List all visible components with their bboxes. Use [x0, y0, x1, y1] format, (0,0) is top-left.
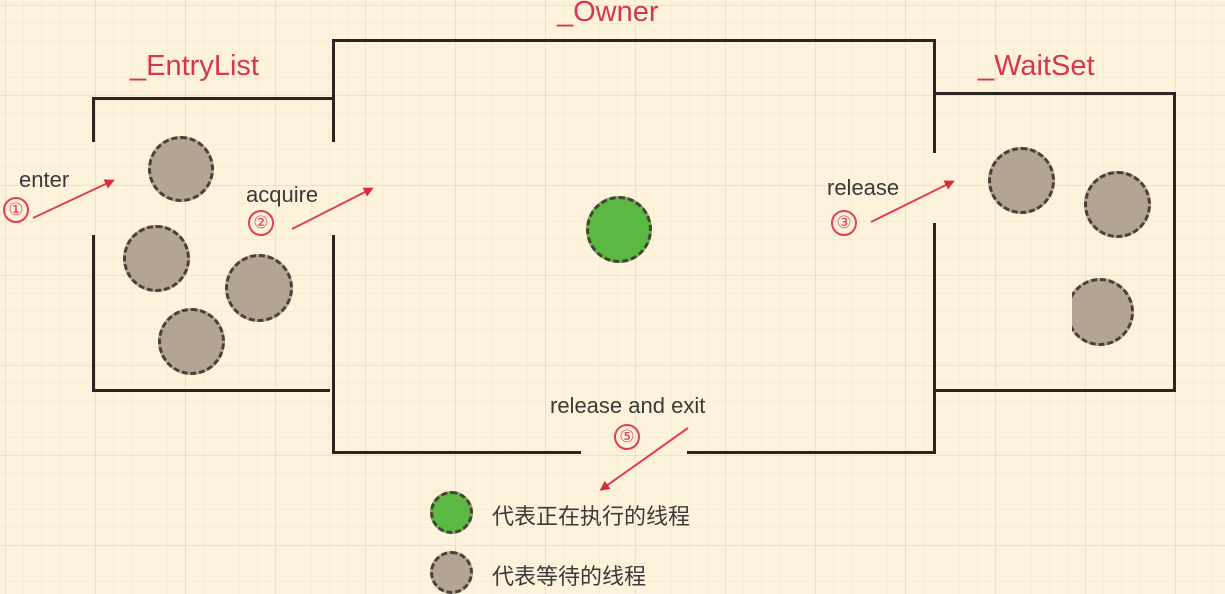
entry-list-title: _EntryList: [130, 50, 259, 82]
enter-label: enter: [19, 167, 70, 192]
release-and-exit-arrow: [599, 427, 689, 491]
waiting-thread: [158, 308, 225, 375]
owner-title: _Owner: [557, 0, 659, 28]
wait-set-right-wall: [1173, 92, 1176, 392]
enter-arrow: [32, 179, 115, 219]
entry-list-left-wall-lower: [92, 235, 95, 392]
release-label: release: [827, 175, 900, 200]
entry-list-left-wall-upper: [92, 97, 95, 142]
wait-set-top-wall: [933, 92, 1176, 95]
waiting-thread: [123, 225, 190, 292]
owner-bottom-wall-left: [332, 451, 581, 454]
wait-set-title: _WaitSet: [978, 50, 1095, 82]
owner-left-wall-lower: [332, 235, 335, 454]
owner-top-wall: [332, 39, 936, 42]
legend-running-text: 代表正在执行的线程: [492, 505, 691, 530]
legend-waiting-thread-icon: [430, 551, 473, 594]
legend-running-thread-icon: [430, 491, 473, 534]
release-and-exit-label: release and exit: [550, 393, 706, 418]
owner-bottom-wall-right: [687, 451, 936, 454]
acquire-label: acquire: [246, 182, 319, 207]
acquire-arrow: [291, 187, 374, 230]
entry-list-bottom-wall: [92, 389, 330, 392]
legend-waiting-text: 代表等待的线程: [492, 565, 647, 590]
owner-right-wall-upper: [933, 39, 936, 153]
waiting-thread: [1072, 278, 1134, 346]
release-arrow: [870, 180, 955, 223]
wait-set-bottom-wall: [933, 389, 1176, 392]
step-1-badge: ①: [3, 197, 29, 223]
waiting-thread: [988, 147, 1055, 214]
waiting-thread-clipped: [1072, 278, 1134, 346]
step-5-badge: ⑤: [614, 424, 640, 450]
owner-left-wall-upper: [332, 39, 335, 142]
owner-right-wall-lower: [933, 223, 936, 454]
waiting-thread: [1084, 171, 1151, 238]
running-thread: [586, 196, 652, 263]
entry-list-top-wall: [92, 97, 334, 100]
step-2-badge: ②: [248, 210, 274, 236]
waiting-thread: [148, 136, 214, 202]
waiting-thread: [225, 254, 293, 322]
step-3-badge: ③: [831, 210, 857, 236]
